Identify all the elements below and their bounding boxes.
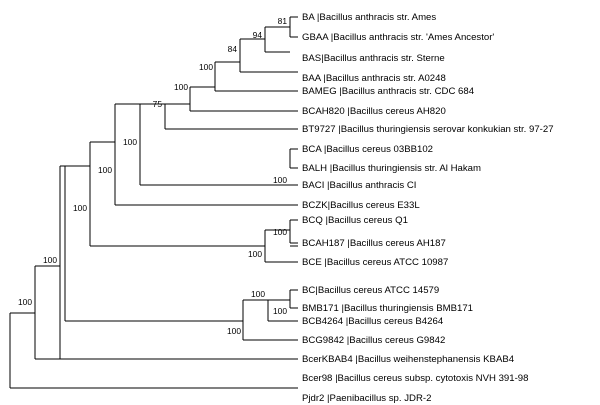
leaf-label: BCAH820 |Bacillus cereus AH820 [302,106,446,117]
leaf-label: BCQ |Bacillus cereus Q1 [302,215,408,226]
leaf-label: BCZK|Bacillus cereus E33L [302,200,420,211]
leaf-label: BAMEG |Bacillus anthracis str. CDC 684 [302,86,475,97]
bootstrap-value: 100 [43,255,57,265]
leaf-label: BAA |Bacillus anthracis str. A0248 [302,73,446,84]
leaf-label: BCB4264 |Bacillus cereus B4264 [302,316,444,327]
leaf-label: BcerKBAB4 |Bacillus weihenstephanensis K… [302,354,515,365]
bootstrap-value: 100 [199,62,213,72]
bootstrap-value: 100 [123,137,137,147]
leaf-label: BACI |Bacillus anthracis CI [302,180,416,191]
bootstrap-value: 100 [273,227,287,237]
leaf-label: BALH |Bacillus thuringiensis str. Al Hak… [302,163,481,174]
bootstrap-value: 100 [98,165,112,175]
leaf-label: BCE |Bacillus cereus ATCC 10987 [302,257,448,268]
bootstrap-value: 84 [228,44,238,54]
leaf-label: BT9727 |Bacillus thuringiensis serovar k… [302,124,554,135]
bootstrap-value: 100 [174,82,188,92]
leaf-labels: BA |Bacillus anthracis str. Ames GBAA |B… [302,12,554,404]
bootstrap-value: 100 [273,306,287,316]
leaf-label: BC|Bacillus cereus ATCC 14579 [302,285,439,296]
bootstrap-value: 100 [248,249,262,259]
leaf-label: Bcer98 |Bacillus cereus subsp. cytotoxis… [302,373,528,384]
bootstrap-value: 100 [18,297,32,307]
bootstrap-value: 81 [278,16,288,26]
bootstrap-value: 100 [227,326,241,336]
leaf-label: BMB171 |Bacillus thuringiensis BMB171 [302,303,473,314]
bootstrap-value: 100 [73,203,87,213]
bootstrap-value: 100 [251,289,265,299]
leaf-label: BCAH187 |Bacillus cereus AH187 [302,238,446,249]
bootstrap-values: 81 94 84 100 100 75 100 100 100 100 100 … [18,16,287,336]
leaf-label: BAS|Bacillus anthracis str. Sterne [302,53,445,64]
bootstrap-value: 100 [273,175,287,185]
leaf-label: Pjdr2 |Paenibacillus sp. JDR-2 [302,393,431,404]
bootstrap-value: 75 [153,99,163,109]
tree-branches [9,16,298,389]
bootstrap-value: 94 [253,30,263,40]
leaf-label: BA |Bacillus anthracis str. Ames [302,12,436,23]
leaf-label: BCA |Bacillus cereus 03BB102 [302,144,433,155]
leaf-label: BCG9842 |Bacillus cereus G9842 [302,335,445,346]
leaf-label: GBAA |Bacillus anthracis str. 'Ames Ance… [302,32,494,43]
